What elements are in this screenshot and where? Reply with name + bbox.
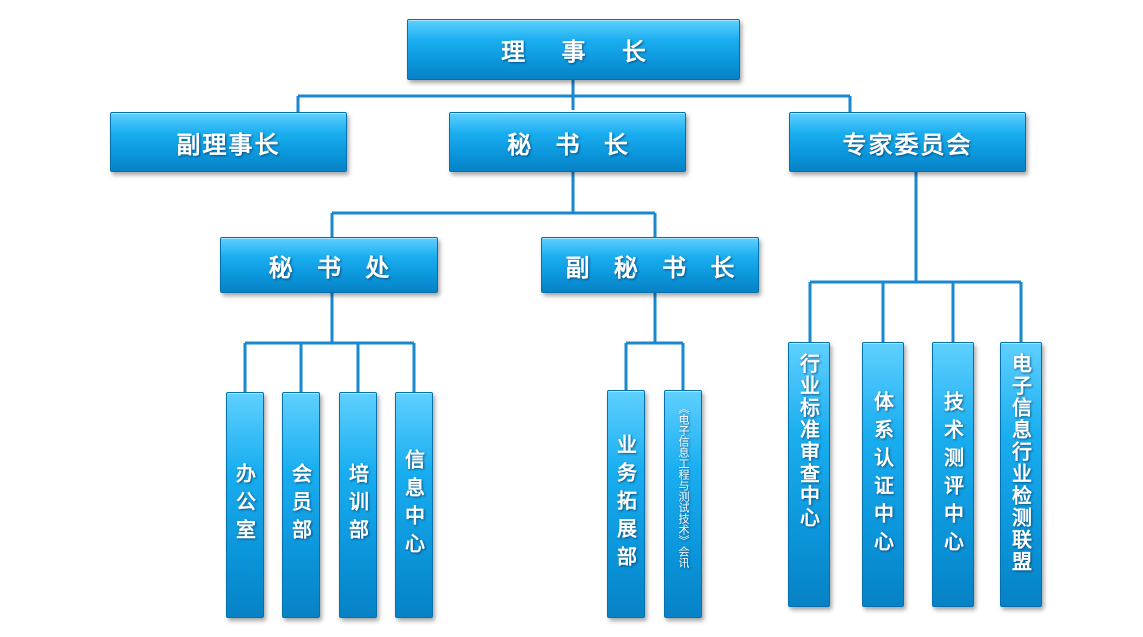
business-dev-box: 业务拓展部 [607, 390, 645, 618]
vice-chairman-box: 副理事长 [110, 112, 347, 172]
office-box: 办公室 [226, 392, 264, 618]
secretariat-label: 秘 书 处 [268, 253, 398, 282]
training-dept-box: 培训部 [339, 392, 377, 618]
chairman-label: 理 事 长 [501, 38, 660, 66]
expert-committee-label: 专家委员会 [842, 130, 973, 159]
tech-evaluation-center-box: 技术测评中心 [932, 342, 974, 607]
testing-alliance-label: 电子信息行业检测联盟 [1008, 353, 1033, 573]
secretary-general-label: 秘 书 长 [507, 130, 636, 159]
newsletter-label: 《电子信息工程与测试技术》会讯 [677, 403, 690, 568]
standards-review-center-box: 行业标准审查中心 [788, 342, 830, 607]
certification-center-box: 体系认证中心 [862, 342, 904, 607]
tech-evaluation-center-label: 技术测评中心 [940, 390, 965, 559]
secretariat-box: 秘 书 处 [220, 237, 438, 293]
deputy-secretary-general-label: 副 秘 书 长 [565, 253, 743, 282]
info-center-label: 信息中心 [401, 449, 426, 561]
office-label: 办公室 [232, 463, 257, 547]
business-dev-label: 业务拓展部 [613, 434, 638, 574]
info-center-box: 信息中心 [395, 392, 433, 618]
vice-chairman-label: 副理事长 [176, 130, 281, 159]
membership-dept-box: 会员部 [282, 392, 320, 618]
chairman-box: 理 事 长 [407, 19, 740, 80]
newsletter-box: 《电子信息工程与测试技术》会讯 [664, 390, 702, 618]
training-dept-label: 培训部 [345, 463, 370, 547]
standards-review-center-label: 行业标准审查中心 [796, 353, 821, 529]
expert-committee-box: 专家委员会 [789, 112, 1026, 172]
membership-dept-label: 会员部 [288, 463, 313, 547]
testing-alliance-box: 电子信息行业检测联盟 [1000, 342, 1042, 607]
deputy-secretary-general-box: 副 秘 书 长 [541, 237, 759, 293]
secretary-general-box: 秘 书 长 [449, 112, 686, 172]
certification-center-label: 体系认证中心 [870, 390, 895, 559]
